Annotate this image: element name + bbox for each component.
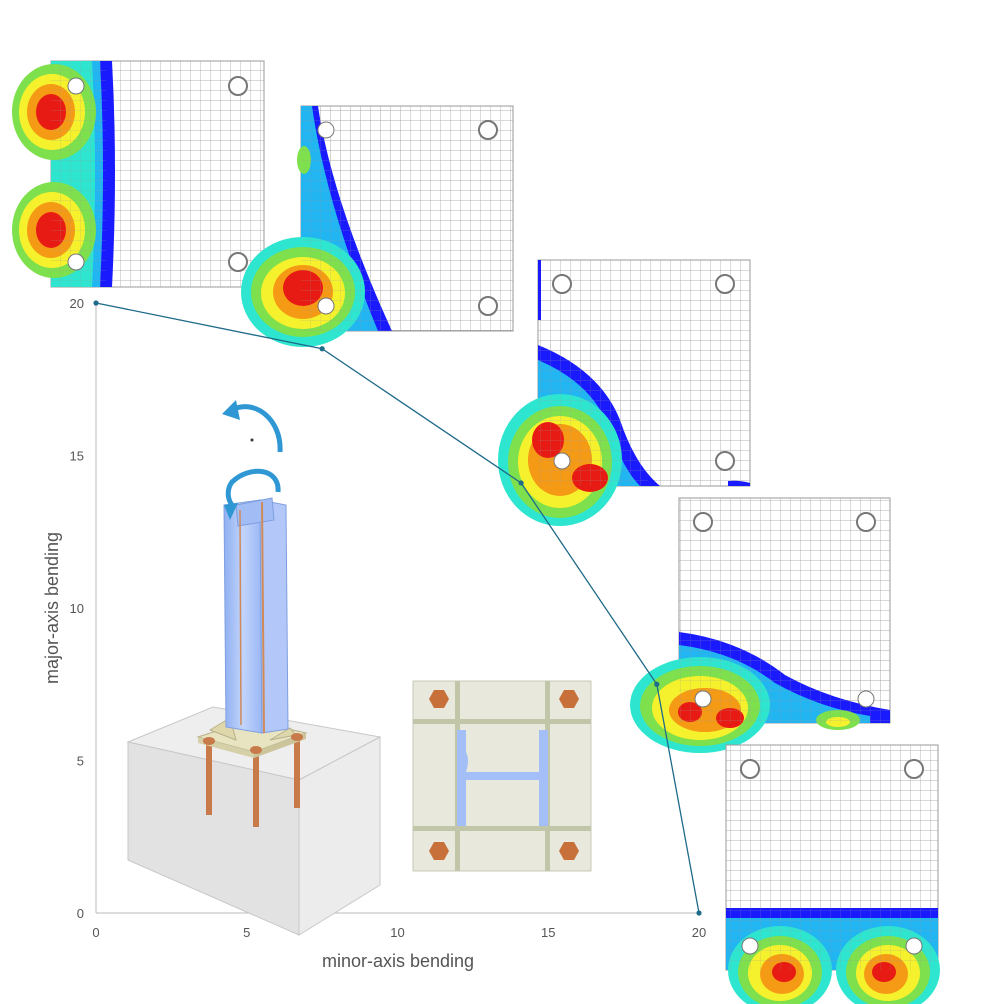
y-axis-title: major-axis bending — [42, 532, 62, 684]
stress-plate-4 — [630, 497, 891, 753]
y-tick-labels: 0 5 10 15 20 — [70, 296, 84, 921]
x-axis-title: minor-axis bending — [322, 951, 474, 971]
y-tick-label: 15 — [70, 449, 84, 464]
y-tick-label: 5 — [77, 754, 84, 769]
data-point — [319, 346, 325, 352]
x-tick-label: 10 — [390, 925, 404, 940]
stress-plate-1 — [12, 60, 265, 288]
x-tick-label: 15 — [541, 925, 555, 940]
stress-plate-2 — [241, 105, 514, 347]
data-point — [518, 480, 524, 486]
data-point — [696, 910, 702, 916]
x-tick-label: 5 — [243, 925, 250, 940]
series-points — [93, 300, 702, 916]
x-tick-label: 20 — [692, 925, 706, 940]
column-base-illustration — [126, 400, 382, 936]
y-tick-label: 10 — [70, 601, 84, 616]
x-tick-labels: 0 5 10 15 20 — [92, 925, 706, 940]
stress-plate-5 — [725, 744, 940, 1004]
y-tick-label: 0 — [77, 906, 84, 921]
interaction-curve — [93, 300, 702, 916]
data-point — [93, 300, 99, 306]
y-tick-label: 20 — [70, 296, 84, 311]
x-tick-label: 0 — [92, 925, 99, 940]
stress-plate-3 — [498, 259, 751, 526]
base-plate-plan-view — [412, 680, 592, 872]
axes: 0 5 10 15 20 0 5 10 15 20 minor-axis bending maj… — [42, 296, 706, 971]
data-point — [654, 681, 660, 687]
